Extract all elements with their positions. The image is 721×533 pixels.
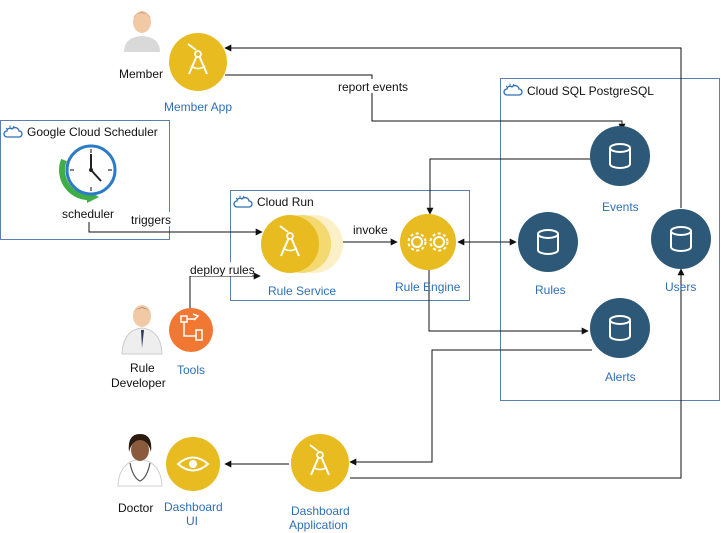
- cloud-icon: [502, 81, 524, 99]
- rule-developer-label-line1: Rule: [130, 361, 155, 375]
- member-node: Member: [119, 11, 163, 81]
- rule-engine-label: Rule Engine: [395, 280, 461, 294]
- rule-service-label: Rule Service: [268, 284, 336, 298]
- dashboard-ui-label-line1: Dashboard: [164, 500, 223, 514]
- scheduler-group-title: Google Cloud Scheduler: [27, 125, 158, 139]
- cloud-icon: [2, 123, 24, 141]
- dashboard-app-label-line1: Dashboard: [291, 504, 350, 518]
- member-app-label: Member App: [164, 100, 232, 114]
- gears-icon: [407, 232, 449, 252]
- dashboard-app-node: Dashboard Application: [289, 434, 350, 532]
- rule-developer-node: Rule Developer: [111, 305, 166, 390]
- person-icon: [124, 11, 160, 52]
- rules-db-node: Rules: [518, 212, 578, 297]
- scheduler-group: Google Cloud Scheduler: [0, 120, 170, 240]
- edge-rule-engine-to-alerts: [428, 270, 589, 335]
- clock-icon: [59, 144, 117, 203]
- edge-tools-to-rule-service: [189, 272, 261, 310]
- edge-events-to-rule-engine: [426, 158, 592, 215]
- edge-dashboard-app-to-users: [350, 268, 685, 479]
- cloud-sql-group-title: Cloud SQL PostgreSQL: [527, 84, 654, 98]
- rule-engine-node: Rule Engine: [395, 214, 461, 294]
- cloud-run-group: Cloud Run: [230, 190, 470, 301]
- dashboard-ui-node: Dashboard UI: [164, 437, 223, 528]
- edge-label-invoke: invoke: [353, 223, 388, 237]
- person-icon: [121, 305, 163, 355]
- edge-alerts-to-dashboard-app: [349, 349, 592, 466]
- cloud-run-group-title: Cloud Run: [257, 195, 314, 209]
- edge-label-report-events: report events: [338, 80, 408, 94]
- tools-label: Tools: [177, 363, 205, 377]
- alerts-db-node: Alerts: [590, 298, 650, 384]
- flow-tools-icon: [180, 313, 203, 341]
- cloud-icon: [232, 193, 254, 211]
- alerts-label: Alerts: [605, 370, 636, 384]
- rule-service-node: Rule Service: [261, 215, 343, 298]
- tools-node: Tools: [169, 308, 213, 377]
- users-db-node: Users: [651, 209, 711, 294]
- scheduler-label: scheduler: [62, 207, 114, 221]
- edge-member-app-to-events: [225, 74, 626, 131]
- dashboard-ui-label-line2: UI: [186, 514, 198, 528]
- rules-label: Rules: [535, 283, 566, 297]
- eye-icon: [176, 456, 210, 472]
- edge-label-deploy-rules: deploy rules: [190, 263, 255, 277]
- doctor-label: Doctor: [118, 501, 153, 515]
- events-label: Events: [602, 200, 639, 214]
- dashboard-app-label-line2: Application: [289, 518, 348, 532]
- scheduler-node: scheduler: [59, 144, 117, 221]
- doctor-node: Doctor: [117, 434, 163, 515]
- events-db-node: Events: [590, 126, 650, 214]
- member-app-node: Member App: [164, 33, 232, 114]
- edge-users-to-member-app: [224, 44, 682, 208]
- edge-label-triggers: triggers: [131, 213, 171, 227]
- edge-scheduler-to-rule-service: [88, 222, 263, 236]
- rule-developer-label-line2: Developer: [111, 376, 166, 390]
- users-label: Users: [665, 280, 696, 294]
- doctor-icon: [117, 434, 163, 487]
- member-label: Member: [119, 67, 163, 81]
